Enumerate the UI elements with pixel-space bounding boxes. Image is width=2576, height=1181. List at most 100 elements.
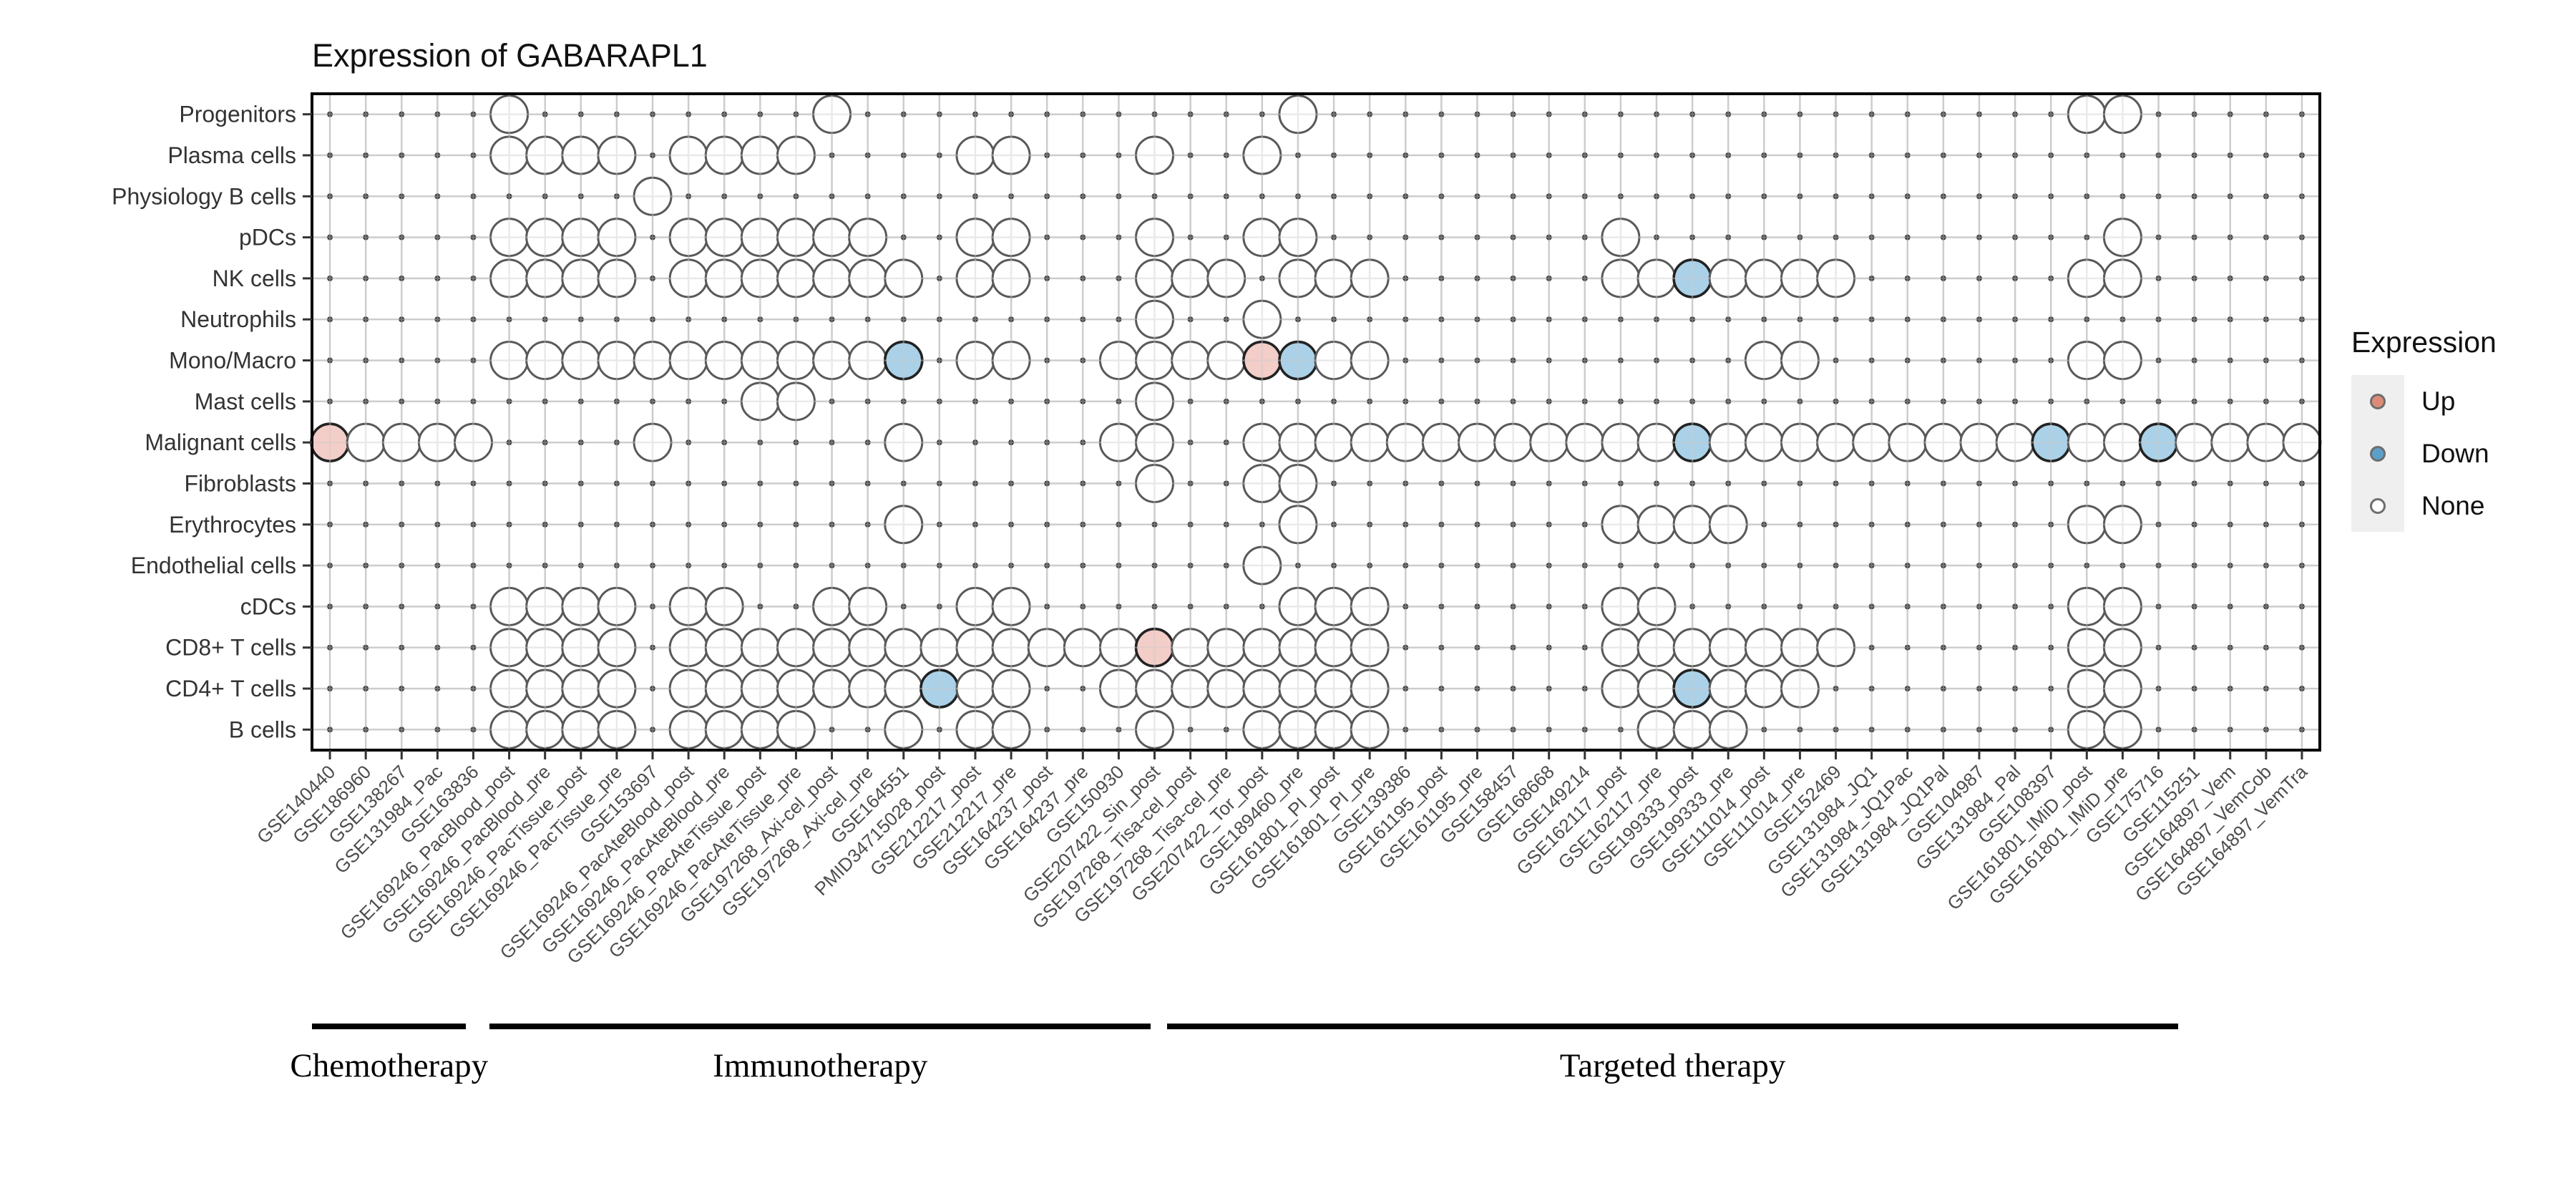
grid-dot [434,644,441,651]
grid-dot [327,521,333,528]
grid-dot [721,398,728,404]
legend-label-up: Up [2421,386,2456,416]
grid-dot [1438,357,1445,364]
grid-dot [1617,726,1624,733]
grid-dot [2048,480,2054,487]
grid-dot [864,726,871,733]
grid-dot [757,316,763,323]
grid-dot [399,644,405,651]
grid-dot [2298,603,2305,610]
grid-dot [2227,111,2233,117]
grid-dot [327,111,333,117]
grid-dot [613,398,620,404]
matrix-circle-none [2102,94,2142,135]
grid-dot [1510,563,1516,569]
grid-dot [936,398,942,404]
grid-dot [2298,152,2305,158]
grid-dot [613,480,620,487]
grid-dot [1725,603,1732,610]
therapy-label: Chemotherapy [290,1047,489,1084]
grid-dot [1868,357,1875,364]
grid-dot [1187,193,1194,200]
grid-dot [1438,193,1445,200]
grid-dot [2263,644,2269,651]
grid-dot [2263,275,2269,281]
grid-dot [1474,726,1480,733]
grid-dot [1438,398,1445,404]
grid-dot [1761,726,1767,733]
grid-dot [793,316,799,323]
grid-dot [2084,152,2090,158]
matrix-circle-none [2102,586,2142,626]
grid-dot [2048,111,2054,117]
grid-dot [434,398,441,404]
grid-dot [1438,480,1445,487]
grid-dot [1761,521,1767,528]
grid-dot [2048,193,2054,200]
grid-dot [1223,152,1229,158]
grid-dot [686,563,692,569]
grid-dot [1044,563,1050,569]
grid-dot [1976,193,1982,200]
grid-dot [864,521,871,528]
grid-dot [2263,521,2269,528]
grid-dot [829,193,835,200]
grid-dot [1438,686,1445,692]
grid-dot [1904,234,1911,240]
grid-dot [1402,193,1409,200]
grid-dot [2012,603,2019,610]
therapy-bar [312,1024,467,1029]
matrix-circle-none [1278,218,1318,258]
grid-dot [470,316,477,323]
grid-dot [2155,357,2162,364]
down-dot-icon [2370,445,2386,462]
grid-dot [399,398,405,404]
grid-dot [2298,234,2305,240]
grid-dot [2119,398,2126,404]
grid-dot [793,193,799,200]
grid-dot [470,603,477,610]
grid-dot [2084,234,2090,240]
grid-dot [542,398,548,404]
grid-dot [1617,563,1624,569]
grid-dot [650,726,656,733]
matrix-circle-none [1135,299,1175,339]
grid-dot [434,275,441,281]
grid-dot [2048,152,2054,158]
grid-dot [2191,563,2197,569]
grid-dot [1546,357,1552,364]
grid-dot [1689,398,1696,404]
grid-dot [1689,234,1696,240]
grid-dot [1187,398,1194,404]
grid-dot [2263,726,2269,733]
grid-dot [936,603,942,610]
matrix-circle-none [1350,669,1390,709]
grid-dot [2191,193,2197,200]
grid-dot [1510,521,1516,528]
grid-dot [1116,275,1122,281]
y-axis-label: Erythrocytes [169,512,296,538]
grid-dot [327,644,333,651]
grid-dot [686,439,692,446]
grid-dot [1259,521,1265,528]
grid-dot [1474,357,1480,364]
grid-dot [1474,234,1480,240]
grid-dot [1617,480,1624,487]
grid-dot [1797,603,1803,610]
grid-dot [327,234,333,240]
matrix-circle-none [1135,218,1175,258]
grid-dot [2119,563,2126,569]
grid-dot [936,275,942,281]
grid-dot [2012,193,2019,200]
grid-dot [327,563,333,569]
grid-dot [1868,193,1875,200]
grid-dot [972,398,978,404]
matrix-circle-none [633,176,673,216]
grid-dot [1976,563,1982,569]
grid-dot [1976,603,1982,610]
grid-dot [1044,275,1050,281]
grid-dot [1546,603,1552,610]
grid-dot [577,111,584,117]
grid-dot [2048,686,2054,692]
grid-dot [1581,275,1588,281]
